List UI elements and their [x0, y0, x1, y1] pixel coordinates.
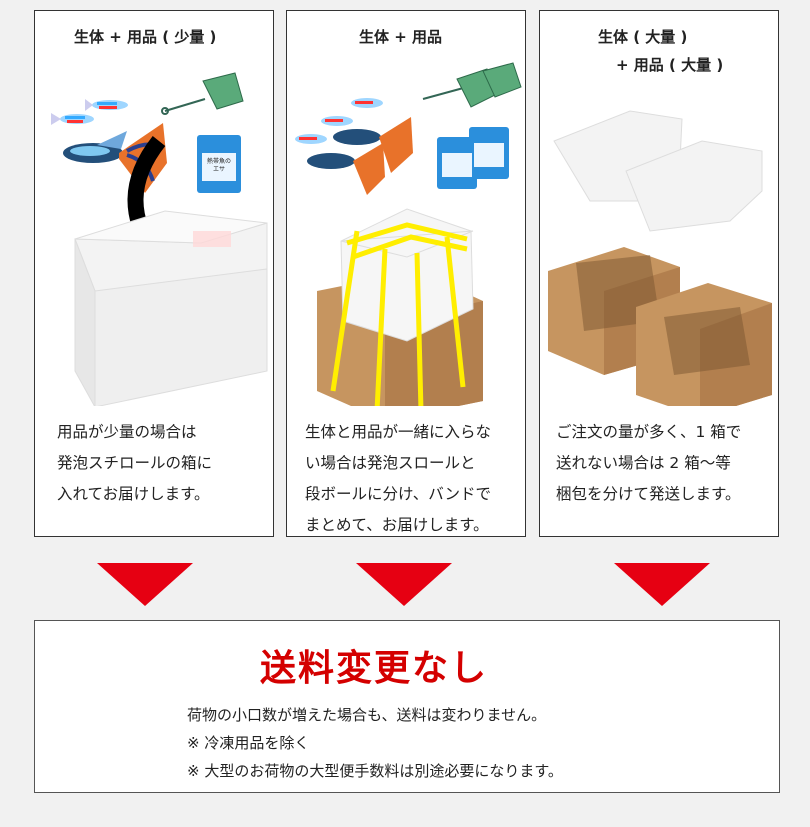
styrofoam-box-icon	[553, 110, 763, 232]
notice-line: ※ 冷凍用品を除く	[187, 734, 310, 752]
fish-food-pack-icon	[437, 127, 509, 189]
notice-line: 荷物の小口数が増えた場合も、送料は変わりません。	[187, 706, 547, 724]
svg-text:熱帯魚の: 熱帯魚の	[207, 157, 231, 165]
notice-notes: 荷物の小口数が増えた場合も、送料は変わりません。 ※ 冷凍用品を除く ※ 大型の…	[187, 701, 563, 785]
illustration-large-order	[548, 110, 772, 406]
panel-title: 生体 + 用品 ( 少量 )	[74, 28, 217, 46]
panel-medium-order: 生体 + 用品	[286, 10, 526, 537]
guppy-icon	[307, 117, 413, 195]
panel-title-line-2: + 用品 ( 大量 )	[616, 56, 724, 74]
cardboard-box-icon	[548, 247, 772, 406]
fish-net-icon	[422, 62, 522, 108]
panel-description: ご注文の量が多く、1 箱で 送れない場合は 2 箱〜等 梱包を分けて発送します。	[556, 423, 742, 503]
svg-text:エサ: エサ	[213, 166, 225, 173]
panel-description: 用品が少量の場合は 発泡スチロールの箱に 入れてお届けします。	[57, 423, 213, 503]
down-arrow-icon	[356, 563, 452, 606]
down-arrow-icon	[97, 563, 193, 606]
notice-headline: 送料変更なし	[260, 648, 489, 689]
shipping-notice: 送料変更なし 荷物の小口数が増えた場合も、送料は変わりません。 ※ 冷凍用品を除…	[34, 620, 780, 793]
fish-net-icon	[161, 72, 244, 115]
illustration-medium-order	[295, 62, 522, 406]
panel-title: 生体 + 用品	[359, 28, 443, 46]
strapping-band-icon	[330, 222, 468, 406]
illustration-small-order: 熱帯魚の エサ	[51, 72, 268, 406]
fish-food-pack-icon: 熱帯魚の エサ	[197, 135, 241, 193]
panel-description: 生体と用品が一緒に入らな い場合は発泡スロールと 段ボールに分け、バンドで まと…	[305, 423, 492, 534]
down-arrow-icon	[614, 563, 710, 606]
panel-title-line-1: 生体 ( 大量 )	[598, 28, 688, 46]
notice-line: ※ 大型のお荷物の大型便手数料は別途必要になります。	[187, 762, 563, 780]
neon-tetra-icon	[51, 99, 128, 125]
neon-tetra-icon	[295, 98, 383, 144]
styrofoam-box-icon	[74, 210, 268, 406]
panel-small-order: 生体 + 用品 ( 少量 ) 熱帯魚の エサ	[34, 10, 274, 537]
panel-large-order: 生体 ( 大量 ) + 用品 ( 大量 ) ご注文の量が多く、1 箱で 送れない…	[539, 10, 779, 537]
